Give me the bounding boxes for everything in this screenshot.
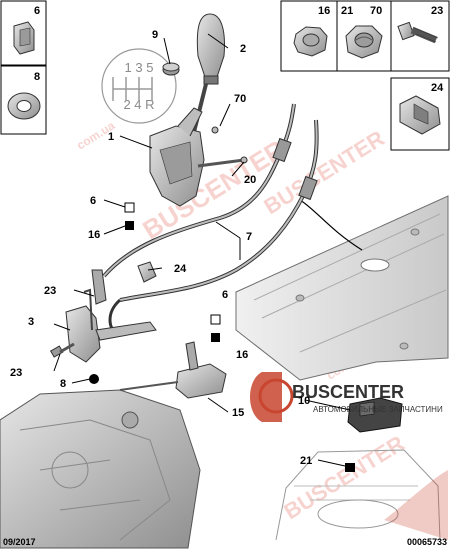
washer — [89, 374, 99, 384]
panel-23: 23 — [390, 0, 450, 72]
callout-6a: 6 — [90, 195, 96, 207]
callout-20: 20 — [244, 174, 256, 186]
boot-ring — [162, 62, 180, 76]
hex-nut-icon — [345, 25, 383, 59]
washer-icon — [7, 92, 41, 120]
watermark-text-3: BUSCENTER — [279, 430, 408, 524]
floor-opening — [360, 258, 390, 272]
gear-pattern-bottom: 2 4 R — [123, 97, 154, 112]
gear-pattern-top: 1 3 5 — [125, 60, 154, 75]
clip-icon — [13, 21, 35, 55]
callout-23a: 23 — [44, 285, 56, 297]
panel-24-number: 24 — [431, 82, 444, 94]
callout-16b: 16 — [236, 349, 248, 361]
cable-clip-icon — [399, 95, 441, 135]
callout-6b: 6 — [222, 289, 228, 301]
bolt — [49, 342, 75, 358]
vehicle-outline — [275, 449, 448, 541]
callout-15: 15 — [232, 407, 244, 419]
gear-pattern: 1 3 5 2 4 R — [101, 48, 177, 124]
panel-16-21-70: 16 21 70 — [280, 0, 392, 72]
marker-open-6b — [210, 314, 221, 325]
leader-lines — [53, 33, 351, 467]
flange-nut-icon — [293, 26, 328, 57]
panel-6: 6 — [0, 0, 47, 66]
panel-21-number: 21 — [341, 5, 353, 17]
panel-70-number: 70 — [370, 5, 382, 17]
callout-21: 21 — [300, 455, 312, 467]
footer-code: 00065733 — [406, 537, 447, 547]
bolt-icon — [397, 21, 439, 44]
callout-23b: 23 — [10, 367, 22, 379]
selector-housing — [149, 107, 248, 207]
callout-8: 8 — [60, 378, 66, 390]
callout-16a: 16 — [88, 229, 100, 241]
cable-mount — [347, 397, 403, 433]
panel-16-number: 16 — [318, 5, 330, 17]
callout-2: 2 — [240, 43, 246, 55]
cable-bracket — [65, 269, 107, 363]
gear-selector-relay — [95, 321, 227, 399]
gearbox — [0, 389, 201, 549]
gear-lever — [188, 13, 225, 149]
callout-1: 1 — [108, 131, 114, 143]
marker-open-6a — [124, 202, 135, 213]
callout-9: 9 — [152, 29, 158, 41]
marker-filled-16b — [211, 333, 220, 342]
logo-title: BUSCENTER — [292, 382, 404, 402]
callout-24: 24 — [174, 263, 187, 275]
floor-pan — [235, 195, 449, 381]
panel-6-number: 6 — [34, 5, 40, 17]
panel-8-number: 8 — [34, 71, 40, 83]
callout-70: 70 — [234, 93, 246, 105]
panel-24: 24 — [390, 77, 450, 151]
panel-23-number: 23 — [431, 5, 443, 17]
callout-10: 10 — [298, 395, 310, 407]
logo-subtitle: АВТОМОБИЛЬНЫЕ ЗАПЧАСТИНИ — [313, 405, 443, 414]
watermark-text-2: BUSCENTER — [259, 125, 388, 219]
footer-date: 09/2017 — [3, 537, 36, 547]
callout-7: 7 — [246, 231, 252, 243]
callout-3: 3 — [28, 316, 34, 328]
marker-filled-16a — [125, 221, 134, 230]
shift-cables — [102, 103, 319, 336]
buscenter-logo: BUSCENTER АВТОМОБИЛЬНЫЕ ЗАПЧАСТИНИ — [250, 372, 443, 422]
cable-clip — [137, 261, 157, 283]
panel-8: 8 — [0, 65, 47, 135]
gear-knob — [196, 13, 225, 81]
